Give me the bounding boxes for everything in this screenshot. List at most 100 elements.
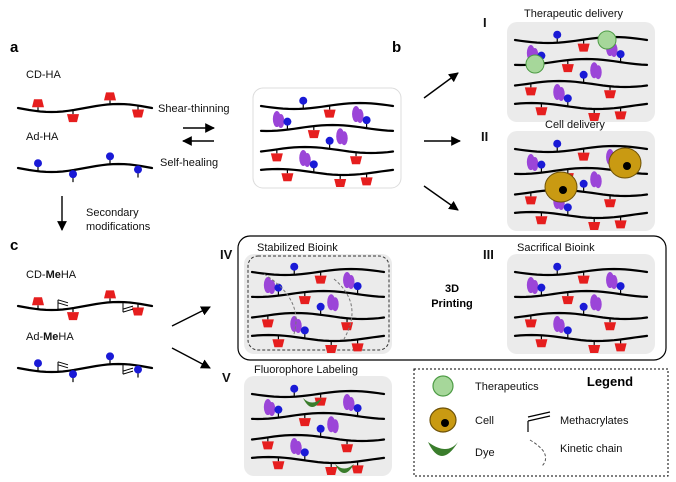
- adamantane-bead: [563, 203, 572, 212]
- cyclodextrin-cup: [535, 339, 548, 348]
- cyclodextrin-cup: [577, 43, 590, 52]
- therapeutic-delivery-network: [513, 30, 649, 121]
- polymer-chain: [513, 311, 649, 321]
- cyclodextrin-cup: [535, 216, 548, 225]
- polymer-chain: [513, 35, 649, 45]
- polymer-chain: [250, 289, 386, 299]
- cyclodextrin-cup: [261, 441, 274, 450]
- adamantane-bead: [309, 160, 318, 169]
- guest-host-complex: [594, 297, 602, 312]
- adamantane-bead: [290, 384, 299, 393]
- cyclodextrin-cup: [614, 220, 627, 229]
- cd-ha-strand: [16, 92, 154, 123]
- cyclodextrin-cup: [67, 312, 79, 321]
- guest-host-complex: [294, 441, 302, 456]
- therapeutic-icon: [432, 375, 454, 397]
- guest-host-complex: [594, 174, 602, 189]
- guest-host-complex: [347, 275, 355, 290]
- methacrylate-group: [122, 302, 134, 313]
- polymer-chain: [513, 333, 649, 343]
- adamantane-bead: [34, 159, 42, 168]
- cyclodextrin-cup: [351, 465, 364, 474]
- polymer-chain: [16, 300, 154, 312]
- methacrylate-icon: [527, 411, 551, 432]
- adamantane-bead: [300, 448, 309, 457]
- legend-methacrylates-label: Methacrylates: [560, 415, 629, 427]
- arrow-to-sacrificial-bioink: [423, 185, 459, 211]
- dye-label: [303, 398, 322, 407]
- cyclodextrin-cup: [604, 90, 617, 99]
- polymer-chain: [513, 210, 649, 220]
- adamantane-bead: [353, 404, 362, 413]
- therapeutic-particle: [597, 30, 617, 50]
- cyclodextrin-cup: [272, 339, 285, 348]
- adamantane-bead: [300, 326, 309, 335]
- stabilized-bioink-title: Stabilized Bioink: [257, 242, 338, 254]
- polymer-chain: [513, 289, 649, 299]
- adamantane-bead: [134, 165, 142, 174]
- cell-nucleus: [559, 186, 567, 194]
- cyclodextrin-cup: [132, 109, 144, 118]
- cyclodextrin-cup: [524, 87, 537, 96]
- guest-host-complex: [557, 87, 565, 102]
- cyclodextrin-cup: [360, 177, 373, 186]
- cyclodextrin-cup: [614, 111, 627, 120]
- cyclodextrin-cup: [314, 275, 327, 284]
- cyclodextrin-cup: [604, 322, 617, 331]
- adamantane-bead: [579, 179, 588, 188]
- cyclodextrin-cup: [281, 173, 294, 182]
- adamantane-bead: [274, 405, 283, 414]
- panel-letter-b: b: [392, 39, 401, 56]
- printing-line-2: Printing: [431, 298, 473, 310]
- adamantane-bead: [579, 70, 588, 79]
- adamantane-bead: [553, 30, 562, 39]
- adamantane-bead: [616, 50, 625, 59]
- polymer-chain: [16, 362, 154, 374]
- numeral-I: I: [483, 15, 487, 30]
- cyclodextrin-cup: [32, 297, 44, 306]
- cyclodextrin-cup: [132, 307, 144, 316]
- cyclodextrin-cup: [561, 296, 574, 305]
- adamantane-bead: [537, 160, 546, 169]
- adamantane-bead: [134, 365, 142, 374]
- guest-host-complex: [610, 275, 618, 290]
- fluorophore-labeling-title: Fluorophore Labeling: [254, 364, 358, 376]
- numeral-V: V: [222, 370, 231, 385]
- polymer-chain: [16, 162, 154, 174]
- secondary-label-line1: Secondary: [86, 207, 139, 219]
- cell-nucleus: [623, 162, 631, 170]
- guest-host-complex: [340, 131, 348, 146]
- adamantane-bead: [106, 152, 114, 161]
- adamantane-bead: [362, 116, 371, 125]
- polymer-chain: [250, 389, 386, 399]
- cyclodextrin-cup: [351, 343, 364, 352]
- stabilized-bioink-network: [250, 262, 386, 353]
- guest-host-complex: [331, 297, 339, 312]
- guest-host-complex: [268, 402, 276, 417]
- ad-ha-strand: [16, 152, 154, 183]
- cyclodextrin-cup: [325, 344, 338, 353]
- fluorophore-labeling-network: [250, 384, 386, 475]
- cyclodextrin-cup: [577, 275, 590, 284]
- cell-delivery-network: [513, 139, 649, 230]
- cyclodextrin-cup: [298, 296, 311, 305]
- legend-dye-label: Dye: [475, 447, 495, 459]
- adamantane-bead: [579, 302, 588, 311]
- polymer-chain: [250, 333, 386, 343]
- adamantane-bead: [553, 139, 562, 148]
- cyclodextrin-cup: [104, 92, 116, 101]
- printing-line-1: 3D: [445, 283, 459, 295]
- polymer-chain: [513, 267, 649, 277]
- guest-host-complex: [347, 397, 355, 412]
- adamantane-bead: [353, 282, 362, 291]
- therapeutic-particle: [525, 54, 545, 74]
- legend-title: Legend: [587, 374, 633, 389]
- shear-thinning-label: Shear-thinning: [158, 103, 230, 115]
- cyclodextrin-cup: [325, 466, 338, 475]
- ad-meha-label: Ad-MeHA: [26, 331, 74, 343]
- cyclodextrin-cup: [261, 319, 274, 328]
- cyclodextrin-cup: [67, 114, 79, 123]
- polymer-chain: [259, 167, 395, 177]
- cyclodextrin-cup: [577, 152, 590, 161]
